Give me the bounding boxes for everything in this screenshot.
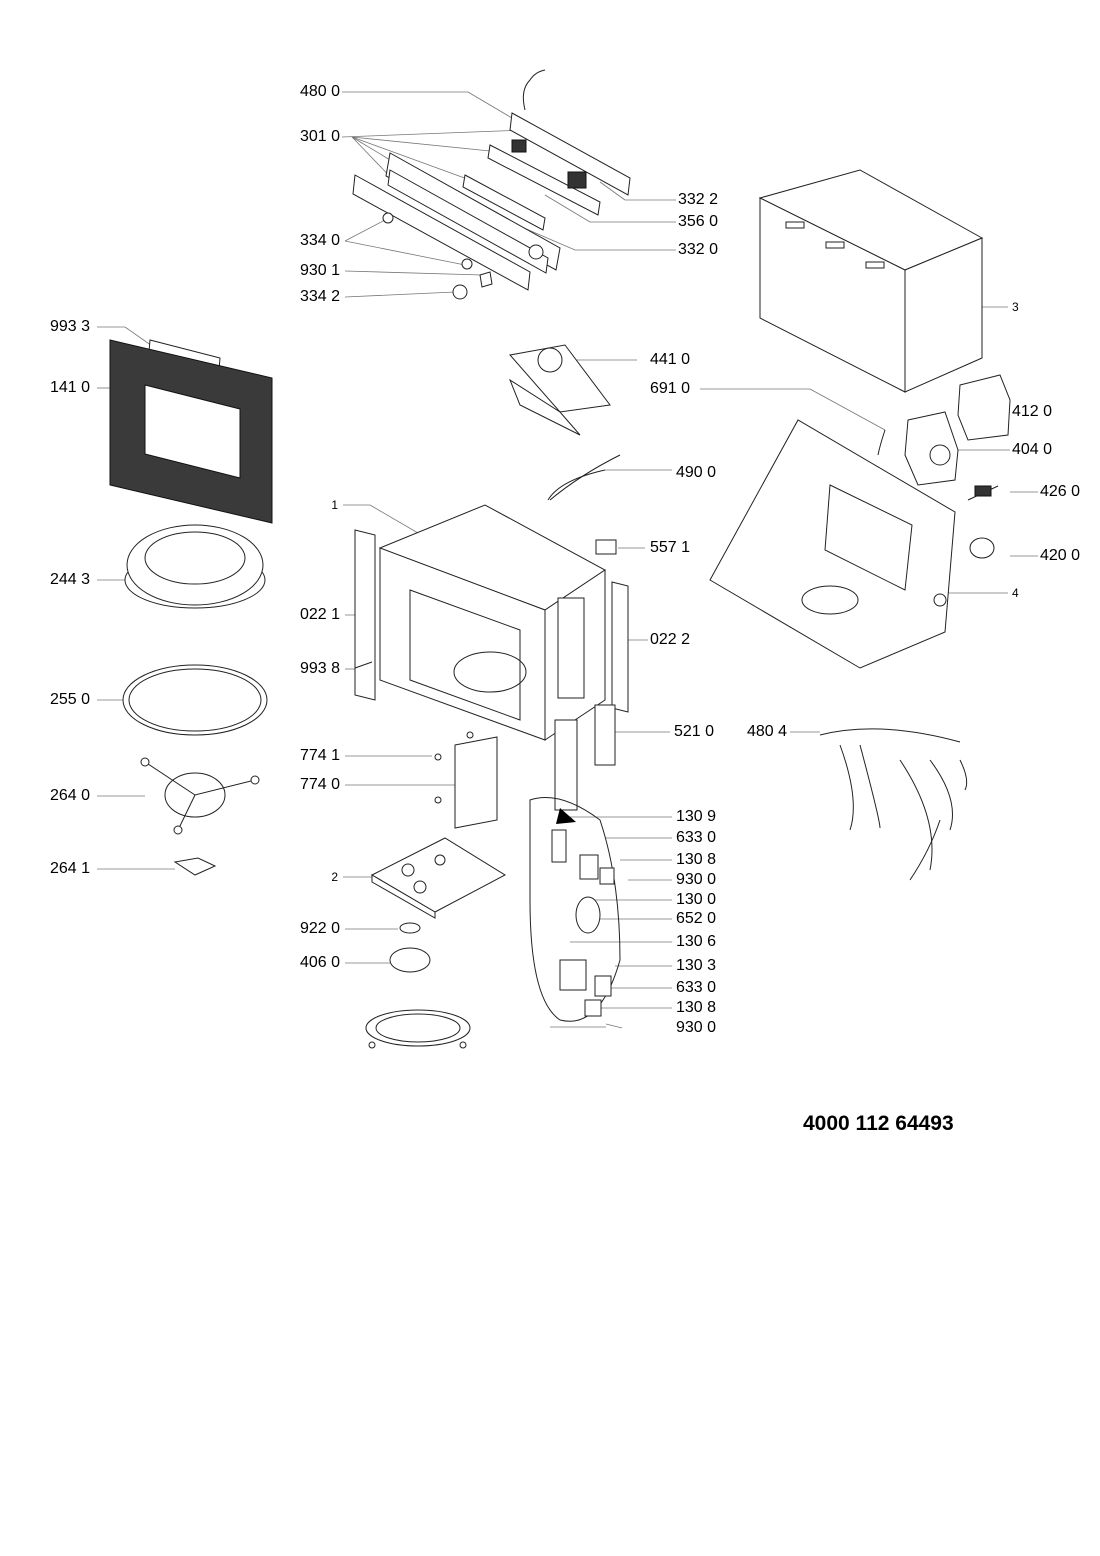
label-130-6: 130 6	[676, 933, 717, 950]
label-130-8-a: 130 8	[676, 851, 717, 868]
label-334-0: 334 0	[299, 232, 340, 249]
label-490-0: 490 0	[676, 464, 717, 481]
base-plate	[709, 419, 956, 669]
label-130-0: 130 0	[676, 891, 717, 908]
label-264-1: 264 1	[49, 860, 90, 877]
label-993-3: 993 3	[49, 318, 90, 335]
control-panel-assembly	[352, 69, 631, 300]
label-420-0: 420 0	[1040, 547, 1081, 564]
label-244-3: 244 3	[49, 571, 90, 588]
interlock-switches	[529, 704, 621, 1022]
label-255-0: 255 0	[49, 691, 90, 708]
label-930-0-b: 930 0	[676, 1019, 717, 1036]
label-130-3: 130 3	[676, 957, 717, 974]
centre-parts	[354, 661, 507, 1049]
label-332-2: 332 2	[678, 191, 719, 208]
label-774-0: 774 0	[299, 776, 340, 793]
outer-casing	[758, 169, 984, 393]
label-521-0: 521 0	[674, 723, 715, 740]
label-301-0: 301 0	[299, 128, 340, 145]
label-691-0: 691 0	[650, 380, 691, 397]
label-2: 2	[331, 870, 338, 884]
wiring-harness	[819, 728, 968, 881]
label-922-0: 922 0	[299, 920, 340, 937]
label-441-0: 441 0	[650, 351, 691, 368]
label-930-1: 930 1	[299, 262, 340, 279]
label-480-0-top: 480 0	[299, 83, 340, 100]
label-652-0: 652 0	[676, 910, 717, 927]
label-480-4: 480 4	[746, 723, 787, 740]
transformer	[877, 374, 1011, 486]
label-022-2: 022 2	[650, 631, 691, 648]
label-930-0-a: 930 0	[676, 871, 717, 888]
label-774-1: 774 1	[299, 747, 340, 764]
label-633-0-b: 633 0	[676, 979, 717, 996]
left-accessories	[122, 524, 268, 876]
label-022-1: 022 1	[299, 606, 340, 623]
label-334-2: 334 2	[299, 288, 340, 305]
label-406-0: 406 0	[299, 954, 340, 971]
label-633-0-a: 633 0	[676, 829, 717, 846]
oven-cavity	[354, 504, 629, 741]
label-993-8: 993 8	[299, 660, 340, 677]
label-130-8-b: 130 8	[676, 999, 717, 1016]
door-frame	[109, 339, 273, 524]
label-404-0: 404 0	[1012, 441, 1053, 458]
label-1: 1	[331, 498, 338, 512]
small-parts-right	[547, 454, 999, 559]
label-4: 4	[1012, 586, 1019, 600]
waveguide-bracket	[508, 344, 611, 436]
document-number: 4000 112 64493	[803, 1112, 954, 1135]
label-141-0: 141 0	[49, 379, 90, 396]
label-412-0: 412 0	[1012, 403, 1053, 420]
label-264-0: 264 0	[49, 787, 90, 804]
label-557-1: 557 1	[650, 539, 691, 556]
label-332-0: 332 0	[678, 241, 719, 258]
label-3: 3	[1012, 300, 1019, 314]
label-426-0: 426 0	[1040, 483, 1081, 500]
label-356-0: 356 0	[678, 213, 719, 230]
label-130-9: 130 9	[676, 808, 717, 825]
